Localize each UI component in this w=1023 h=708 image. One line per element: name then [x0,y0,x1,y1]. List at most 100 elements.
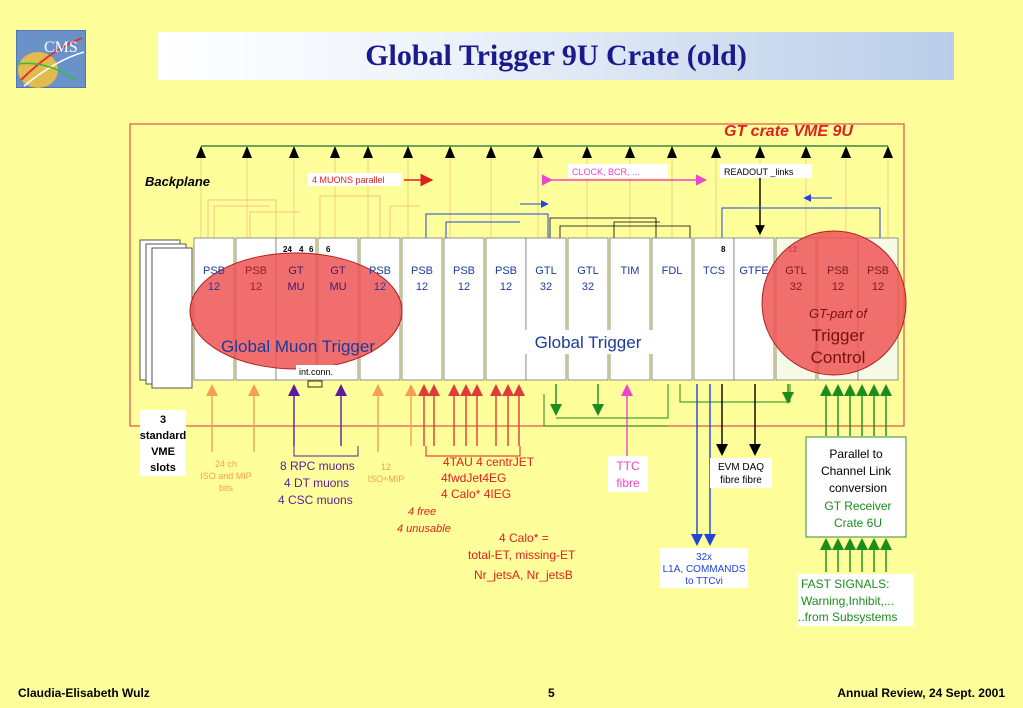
up-arrowhead [883,146,893,158]
cms-logo-icon: CMS [16,30,86,88]
board-slot [609,237,651,381]
num-24: 24 [283,245,292,254]
up-arrowhead [625,146,635,158]
crate-label: GT crate VME 9U [724,123,853,140]
board-label-bottom: 32 [582,281,594,293]
calo-line-2: 4fwdJet4EG [441,471,506,485]
board-label-top: PSB [203,265,225,277]
board-label-top: GTL [577,265,598,277]
up-arrowhead [196,146,206,158]
slide-title: Global Trigger 9U Crate (old) [365,39,747,72]
psb-wires [425,194,881,238]
footer-page-number: 5 [548,686,555,700]
l1a-line-3: to TTCvi [685,576,723,587]
vme-line-4: slots [150,462,176,474]
num-4: 4 [299,245,304,254]
board-slot [567,237,609,381]
board-label-bottom: 12 [872,281,884,293]
global-trigger-box [520,330,654,354]
input-arrows [206,384,892,572]
board-label-top: FDL [662,265,683,277]
backplane-wires [207,195,420,238]
board-label-bottom: 32 [540,281,552,293]
calo-input-arrow-head [490,384,502,396]
tc-label-3: Control [811,348,866,367]
evm-down-arrow-head [716,444,728,456]
board-label-bottom: 12 [250,281,262,293]
board-slot [693,237,735,381]
fast-arrow-head [844,538,856,550]
daq-down-arrow-head [749,444,761,456]
evm-line-1: EVM DAQ [718,462,764,473]
tc-label-1: GT-part of [809,306,868,321]
orange-input-arrow-head [248,384,260,396]
clock-label: CLOCK, BCR, ... [572,167,640,177]
board-slot [443,237,485,381]
board-label-top: PSB [867,265,889,277]
board-label-top: GT [288,265,304,277]
up-arrowhead [711,146,721,158]
up-arrowhead [363,146,373,158]
l1a-down-arrow-head [704,534,716,546]
board-label-top: PSB [369,265,391,277]
ch24-line-1: 24 ch [215,459,237,469]
orange-input-arrow-head [206,384,218,396]
receiver-arrow-head [844,384,856,396]
board-label-bottom: 12 [208,281,220,293]
parallel-line-2: Channel Link [821,464,892,478]
up-arrowhead [533,146,543,158]
gtl-wires [549,217,691,238]
logo-text: CMS [44,39,78,56]
muon-input-arrow-head [335,384,347,396]
receiver-arrow-head [820,384,832,396]
ttc-line-1: TTC [616,459,640,473]
tc-label-2: Trigger [811,326,865,345]
evm-box [710,458,772,488]
evm-line-2: fibre fibre [720,475,762,486]
title-bar [158,32,954,80]
ttc-line-2: fibre [616,476,640,490]
up-arrowhead [289,146,299,158]
fast-box [798,574,914,626]
calo2-line-1: 4 Calo* = [499,531,549,545]
board-label-top: GTL [535,265,556,277]
vme-line-3: VME [151,446,175,458]
free-input-arrow-head [418,384,430,396]
muon-rpc: 8 RPC muons [280,459,355,473]
receiver-arrow-head [868,384,880,396]
board-label-top: PSB [245,265,267,277]
board-label-top: GT [330,265,346,277]
parallel-line-1: Parallel to [829,447,883,461]
board-labels: PSB12PSB12GTMUGTMUPSB12PSB12PSB12PSB12GT… [203,265,889,293]
board-label-bottom: 12 [374,281,386,293]
free-input-arrow-head [405,384,417,396]
muon-dt: 4 DT muons [284,476,349,490]
vme-line-2: standard [140,430,186,442]
up-arrowhead [445,146,455,158]
free-input-arrow-head [428,384,440,396]
muon-input-arrow-head [288,384,300,396]
l1a-line-2: L1A, COMMANDS [663,564,746,575]
fast-arrow-head [820,538,832,550]
num-6b: 6 [326,245,331,254]
global-muon-trigger-label: Global Muon Trigger [221,337,375,356]
footer-author: Claudia-Elisabeth Wulz [18,686,150,700]
receiver-line-1: GT Receiver [824,499,891,513]
board-label-top: TCS [703,265,725,277]
board-label-bottom: 32 [790,281,802,293]
gtl-bus [555,384,669,419]
board-label-bottom: 12 [416,281,428,293]
trigger-control-region [761,230,907,376]
muons-parallel-label: 4 MUONS parallel [312,175,385,185]
gtl-bus-2 [543,394,668,427]
vme-line-1: 3 [160,414,166,426]
parallel-box [805,436,907,538]
calo-input-arrow-head [460,384,472,396]
fast-arrow-head [856,538,868,550]
footer-event: Annual Review, 24 Sept. 2001 [837,686,1005,700]
intconn-label: int.conn. [299,367,333,377]
muon-csc: 4 CSC muons [278,493,353,507]
board-label-bottom: 12 [458,281,470,293]
calo2-line-2: total-ET, missing-ET [468,548,576,562]
board-slot [651,237,693,381]
